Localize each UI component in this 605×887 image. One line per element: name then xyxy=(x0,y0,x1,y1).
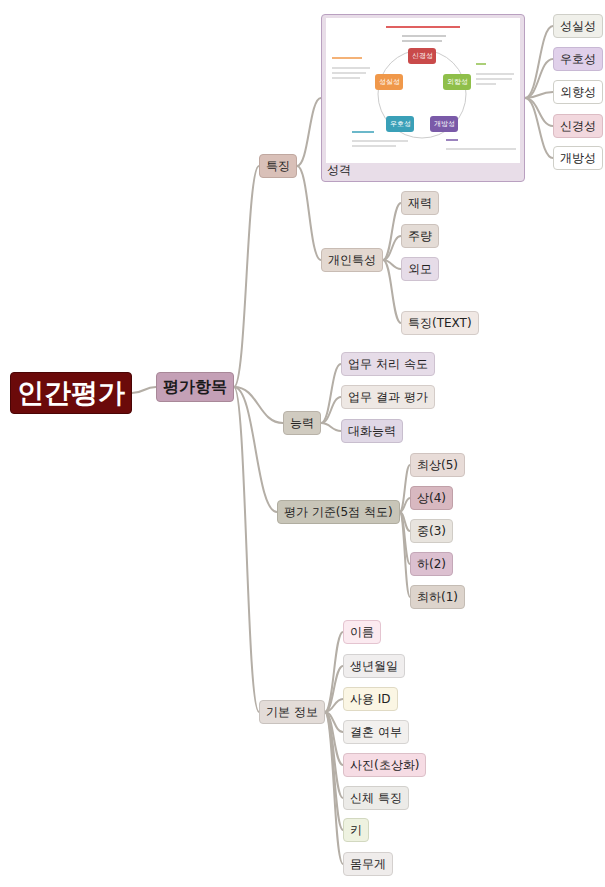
illustration-label: 우호성 xyxy=(390,120,411,128)
topic-text: 결혼 여부 xyxy=(350,724,402,741)
topic-text: 외향성 xyxy=(560,84,596,101)
leaf-topic: 외모 xyxy=(401,257,439,281)
topic-text: 업무 처리 속도 xyxy=(348,356,428,373)
branch-topic: 개인특성 xyxy=(321,248,383,272)
branch-connector xyxy=(400,465,410,512)
topic-text: 주량 xyxy=(408,228,432,245)
topic-text: 상(4) xyxy=(417,490,446,507)
branch-connector xyxy=(325,666,343,712)
topic-text: 키 xyxy=(350,822,362,839)
branch-connector xyxy=(325,699,343,712)
branch-connector xyxy=(234,166,259,387)
branch-connector xyxy=(325,712,343,830)
leaf-topic: 중(3) xyxy=(410,519,453,543)
leaf-topic: 신체 특징 xyxy=(343,786,409,810)
leaf-topic: 몸무게 xyxy=(343,852,393,876)
topic-text: 최하(1) xyxy=(417,589,458,606)
branch-connector xyxy=(321,364,341,423)
branch-connector xyxy=(321,397,341,423)
topic-text: 신경성 xyxy=(560,118,596,135)
topic-text: 사진(초상화) xyxy=(350,757,419,774)
branch-connector xyxy=(383,236,401,260)
branch-topic: 능력 xyxy=(283,411,321,435)
leaf-topic: 주량 xyxy=(401,224,439,248)
leaf-topic: 최하(1) xyxy=(410,585,465,609)
leaf-topic: 업무 처리 속도 xyxy=(341,352,435,376)
branch-connector xyxy=(525,26,553,98)
branch-connector xyxy=(321,423,341,431)
topic-text: 중(3) xyxy=(417,523,446,540)
branch-connector xyxy=(297,98,321,166)
leaf-topic: 상(4) xyxy=(410,486,453,510)
topic-text: 대화능력 xyxy=(348,423,396,440)
leaf-topic: 결혼 여부 xyxy=(343,720,409,744)
leaf-topic: 사용 ID xyxy=(343,687,398,711)
topic-text: 성실성 xyxy=(560,18,596,35)
leaf-topic: 업무 결과 평가 xyxy=(341,385,435,409)
topic-text: 인간평가 xyxy=(17,375,125,411)
leaf-topic: 대화능력 xyxy=(341,419,403,443)
leaf-topic: 외향성 xyxy=(553,80,603,104)
leaf-topic: 특징(TEXT) xyxy=(401,311,479,335)
branch-topic: 특징 xyxy=(259,154,297,178)
illustration-label: 개방성 xyxy=(434,120,455,128)
topic-text: 외모 xyxy=(408,261,432,278)
topic-text: 기본 정보 xyxy=(266,704,318,721)
topic-text: 최상(5) xyxy=(417,457,458,474)
main-topic: 평가항목 xyxy=(156,372,234,402)
leaf-topic: 이름 xyxy=(343,620,381,644)
illustration-label: 신경성 xyxy=(412,52,433,60)
branch-connector xyxy=(234,387,259,712)
branch-connector xyxy=(383,260,401,323)
leaf-topic: 최상(5) xyxy=(410,453,465,477)
branch-connector xyxy=(325,712,343,864)
branch-connector xyxy=(400,498,410,512)
leaf-topic: 생년월일 xyxy=(343,654,405,678)
branch-connector xyxy=(297,166,321,260)
root-topic: 인간평가 xyxy=(10,372,132,414)
branch-topic: 평가 기준(5점 척도) xyxy=(277,500,400,524)
leaf-topic: 신경성 xyxy=(553,114,603,138)
leaf-topic: 우호성 xyxy=(553,47,603,71)
branch-connector xyxy=(525,98,553,126)
leaf-topic: 성실성 xyxy=(553,14,603,38)
leaf-topic: 키 xyxy=(343,818,369,842)
branch-connector xyxy=(525,98,553,158)
topic-text: 사용 ID xyxy=(350,691,391,708)
topic-text: 하(2) xyxy=(417,556,446,573)
leaf-topic: 개방성 xyxy=(553,146,603,170)
leaf-topic: 사진(초상화) xyxy=(343,753,426,777)
topic-text: 성격 xyxy=(327,162,351,179)
branch-connector xyxy=(400,512,410,597)
topic-text: 생년월일 xyxy=(350,658,398,675)
topic-text: 능력 xyxy=(290,415,314,432)
topic-text: 신체 특징 xyxy=(350,790,402,807)
leaf-topic: 하(2) xyxy=(410,552,453,576)
illustration-label: 외향성 xyxy=(447,78,468,86)
topic-text: 개인특성 xyxy=(328,252,376,269)
topic-text: 평가항목 xyxy=(163,377,227,398)
topic-text: 우호성 xyxy=(560,51,596,68)
topic-text: 몸무게 xyxy=(350,856,386,873)
topic-text: 개방성 xyxy=(560,150,596,167)
topic-text: 이름 xyxy=(350,624,374,641)
topic-text: 업무 결과 평가 xyxy=(348,389,428,406)
big-five-illustration xyxy=(326,18,520,163)
branch-connector xyxy=(132,387,156,393)
topic-text: 평가 기준(5점 척도) xyxy=(284,504,393,521)
branch-connector xyxy=(325,632,343,712)
branch-connector xyxy=(234,387,277,512)
branch-connector xyxy=(525,59,553,98)
topic-text: 재력 xyxy=(408,195,432,212)
topic-text: 특징(TEXT) xyxy=(408,315,472,332)
leaf-topic: 재력 xyxy=(401,191,439,215)
illustration-label: 성실성 xyxy=(379,78,400,86)
topic-text: 특징 xyxy=(266,158,290,175)
branch-connector xyxy=(525,92,553,98)
branch-topic: 기본 정보 xyxy=(259,700,325,724)
branch-connector xyxy=(383,203,401,260)
